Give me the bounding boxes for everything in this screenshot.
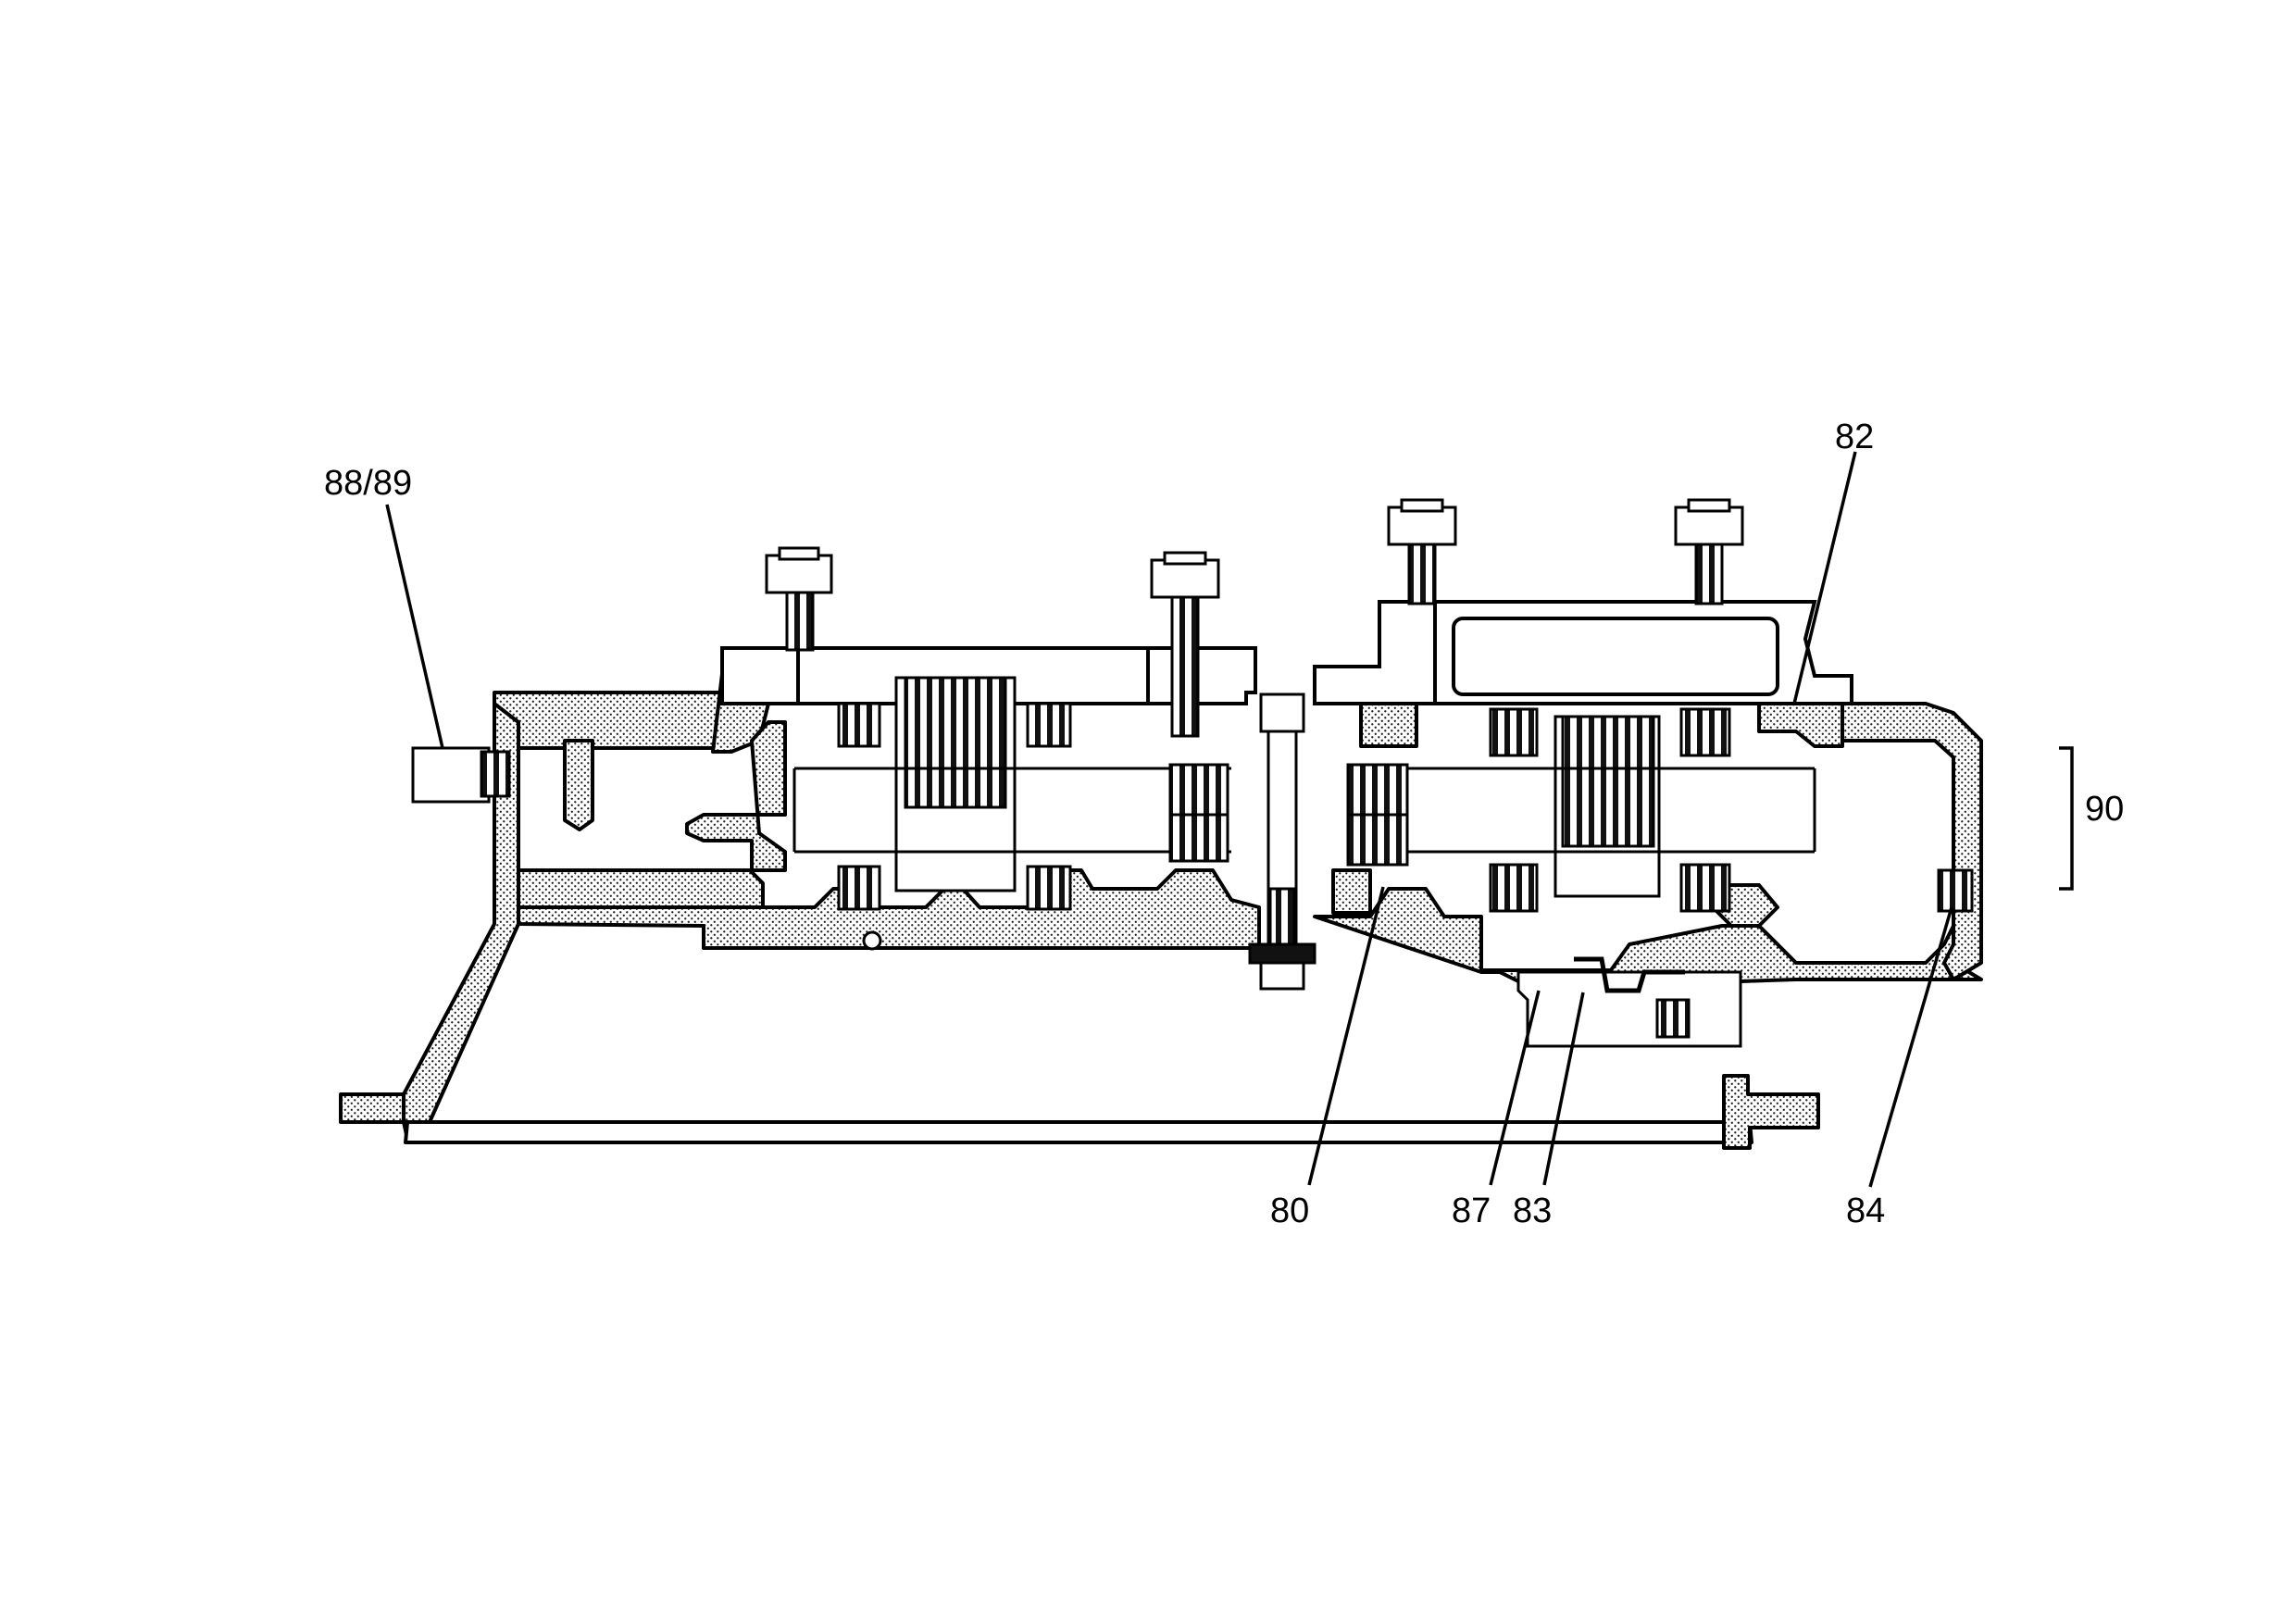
leader-83: [1542, 992, 1585, 1186]
oil-line: [1574, 956, 1685, 993]
covers: [720, 600, 1853, 705]
left-inner-rib: [685, 720, 787, 872]
bearing-1: [837, 702, 881, 748]
callout-84: 84: [1846, 1192, 1885, 1230]
callout-83: 83: [1513, 1192, 1552, 1230]
right-foot: [1722, 1074, 1820, 1150]
callouts: 88/89 82 90 80 87 83 84: [324, 418, 2124, 1230]
bearing-5: [1168, 763, 1229, 817]
callout-90: 90: [2085, 790, 2124, 829]
right-shaft: [1379, 767, 1816, 854]
right-cover-window: [1452, 617, 1779, 696]
bolt-2: [1150, 551, 1220, 738]
left-shaft: [792, 767, 1231, 854]
bearing-3: [1026, 702, 1072, 748]
drain-screw: [862, 930, 882, 951]
internals: [792, 676, 1816, 1048]
leader-88-89: [385, 504, 444, 749]
left-cover: [720, 646, 1257, 705]
left-fin: [563, 739, 594, 831]
bracket-90: [2059, 746, 2074, 891]
plug-84: [1937, 868, 1974, 913]
leader-82: [1792, 451, 1857, 705]
right-gear-teeth: [1561, 715, 1655, 848]
bolt-4: [1674, 498, 1744, 605]
right-upper-block: [1757, 702, 1844, 748]
bearing-12: [1679, 863, 1731, 913]
center-bolt: [1248, 692, 1316, 991]
left-cover-step: [796, 648, 1150, 704]
leader-87: [1489, 990, 1541, 1186]
left-gear-teeth: [904, 676, 1007, 809]
bearing-2: [837, 865, 881, 911]
callout-82: 82: [1835, 418, 1874, 456]
right-floor: [1313, 887, 1983, 983]
bearing-8: [1346, 813, 1409, 867]
lower-flange: [1516, 970, 1742, 1048]
bearing-10: [1489, 863, 1539, 913]
bearing-11: [1679, 707, 1731, 757]
bearing-6: [1168, 813, 1229, 863]
leader-80: [1307, 886, 1385, 1186]
bolt-3: [1387, 498, 1457, 605]
base-plate: [404, 1120, 1753, 1144]
bolts: [411, 498, 1974, 991]
callout-88-89: 88/89: [324, 464, 412, 503]
callout-87: 87: [1452, 1192, 1491, 1230]
left-chamber-floor: [517, 868, 765, 909]
callout-80: 80: [1270, 1192, 1309, 1230]
bearing-7: [1346, 763, 1409, 817]
bearing-4: [1026, 865, 1072, 911]
housing: [339, 672, 1983, 1150]
leader-84: [1868, 906, 1953, 1188]
lower-flange-bearing: [1655, 998, 1691, 1039]
bolt-1: [765, 546, 833, 652]
leader-lines: [385, 451, 2074, 1188]
center-block-lower: [1331, 868, 1372, 915]
bearing-9: [1489, 707, 1539, 757]
plug-88-89: [411, 746, 511, 804]
